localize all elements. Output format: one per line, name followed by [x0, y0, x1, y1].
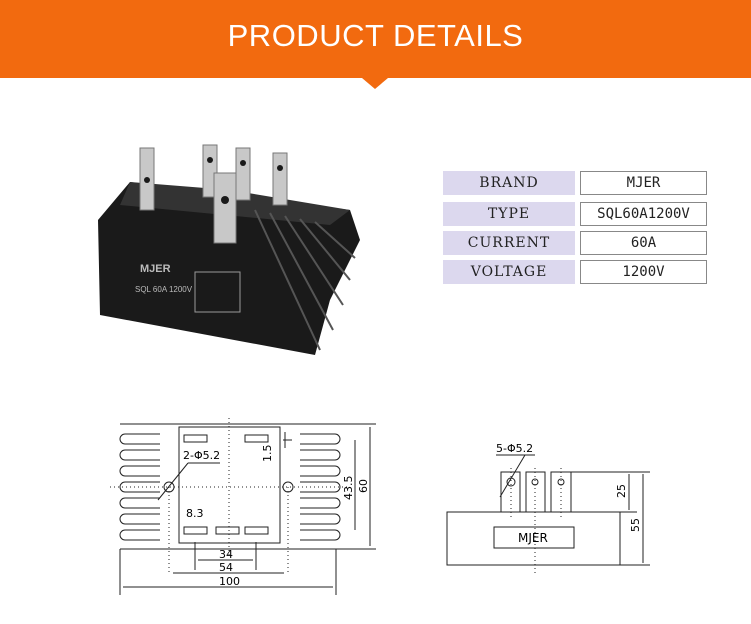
dim-55: 55: [629, 518, 642, 532]
header-banner: PRODUCT DETAILS: [0, 0, 751, 78]
dim-34: 34: [219, 548, 233, 561]
spec-value: SQL60A1200V: [580, 202, 707, 226]
dim-100: 100: [219, 575, 240, 588]
photo-schematic: [194, 271, 241, 313]
dim-54: 54: [219, 561, 233, 574]
dim-1-5: 1.5: [261, 445, 274, 463]
spec-row-voltage: VOLTAGE 1200V: [443, 260, 707, 284]
spec-label: TYPE: [443, 202, 575, 226]
side-holes-label: 5-Φ5.2: [496, 442, 533, 455]
spec-value: 60A: [580, 231, 707, 255]
spec-row-type: TYPE SQL60A1200V: [443, 202, 707, 226]
photo-brand: MJER: [140, 263, 171, 275]
spec-label: BRAND: [443, 171, 575, 195]
spec-value: MJER: [580, 171, 707, 195]
dim-60: 60: [357, 479, 370, 493]
photo-model: SQL 60A 1200V: [135, 285, 193, 294]
header-notch: [362, 78, 388, 89]
spec-row-brand: BRAND MJER: [443, 171, 707, 195]
top-holes-label: 2-Φ5.2: [183, 449, 220, 462]
spec-value: 1200V: [580, 260, 707, 284]
spec-row-current: CURRENT 60A: [443, 231, 707, 255]
dim-25: 25: [615, 484, 628, 498]
spec-label: CURRENT: [443, 231, 575, 255]
spec-label: VOLTAGE: [443, 260, 575, 284]
side-brand-label: MJER: [518, 531, 548, 545]
dim-8-3: 8.3: [186, 507, 204, 520]
dim-43-5: 43.5: [342, 476, 355, 501]
page-title: PRODUCT DETAILS: [227, 18, 524, 53]
